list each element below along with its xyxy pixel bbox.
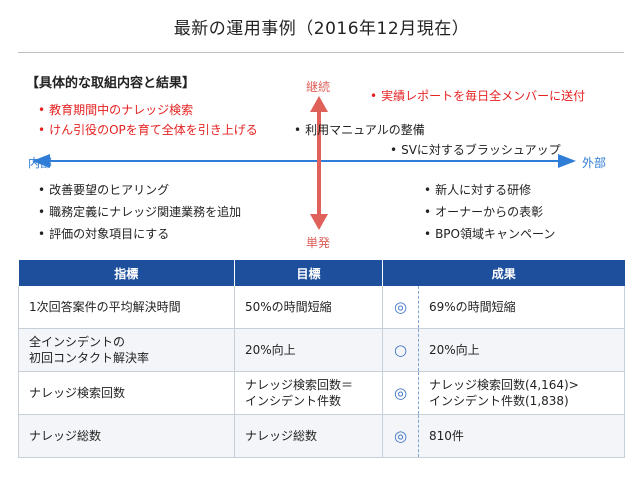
axis-label-right: 外部	[582, 156, 607, 170]
indicator-cell: 全インシデントの初回コンタクト解決率	[18, 328, 235, 372]
header-indicator: 指標	[18, 260, 235, 286]
double-circle-icon: ◎	[393, 426, 408, 445]
indicator-cell: ナレッジ総数	[18, 414, 235, 458]
mark-cell: ○	[382, 328, 419, 372]
mark-cell: ◎	[382, 414, 419, 458]
table-row: 全インシデントの初回コンタクト解決率 20%向上 ○ 20%向上	[18, 328, 626, 372]
list-item: •実績レポートを毎日全メンバーに送付	[370, 89, 586, 103]
right-arrowhead-icon	[558, 154, 576, 168]
list-item: •SVに対するブラッシュアップ	[390, 143, 561, 157]
indicator-cell: 1次回答案件の平均解決時間	[18, 286, 235, 329]
list-item: •オーナーからの表彰	[424, 205, 544, 219]
axis-label-bottom: 単発	[306, 236, 331, 250]
section-heading: 【具体的な取組内容と結果】	[26, 76, 196, 91]
target-cell: 50%の時間短縮	[234, 286, 383, 329]
down-arrowhead-icon	[310, 214, 328, 230]
page-title: 最新の運用事例（2016年12月現在）	[173, 19, 470, 39]
mark-cell: ◎	[382, 286, 419, 329]
list-item: •BPO領域キャンペーン	[424, 227, 556, 241]
list-item: •職務定義にナレッジ関連業務を追加	[38, 205, 242, 219]
result-cell: ナレッジ検索回数(4,164)>インシデント件数(1,838)	[418, 371, 626, 415]
results-table: 指標 目標 成果 1次回答案件の平均解決時間 50%の時間短縮 ◎ 69%の時間…	[18, 260, 626, 458]
indicator-cell: ナレッジ検索回数	[18, 371, 235, 415]
list-item: •新人に対する研修	[424, 183, 532, 197]
quadrant-diagram: 【具体的な取組内容と結果】 継続 単発 内部 外部 •教育期間中のナレッジ検索 …	[18, 58, 624, 250]
double-circle-icon: ◎	[393, 297, 408, 316]
list-item: •教育期間中のナレッジ検索	[38, 103, 194, 117]
double-circle-icon: ◎	[393, 383, 408, 402]
result-cell: 810件	[418, 414, 626, 458]
list-item: •改善要望のヒアリング	[38, 183, 170, 197]
list-item: •利用マニュアルの整備	[294, 123, 425, 137]
left-arrowhead-icon	[32, 154, 50, 168]
list-item: •けん引役のOPを育て全体を引き上げる	[38, 123, 258, 137]
target-cell: 20%向上	[234, 328, 383, 372]
axis-label-top: 継続	[306, 80, 331, 94]
axis-label-left: 内部	[28, 156, 53, 170]
target-cell: ナレッジ総数	[234, 414, 383, 458]
up-arrowhead-icon	[310, 96, 328, 112]
circle-icon: ○	[393, 340, 408, 359]
table-row: ナレッジ検索回数 ナレッジ検索回数＝インシデント件数 ◎ ナレッジ検索回数(4,…	[18, 371, 626, 415]
header-result: 成果	[382, 260, 625, 286]
list-item: •評価の対象項目にする	[38, 227, 170, 241]
result-cell: 20%向上	[418, 328, 626, 372]
title-divider	[18, 52, 624, 53]
mark-cell: ◎	[382, 371, 419, 415]
table-header-row: 指標 目標 成果	[18, 260, 625, 286]
result-cell: 69%の時間短縮	[418, 286, 626, 329]
axes-graphic	[32, 96, 576, 230]
target-cell: ナレッジ検索回数＝インシデント件数	[234, 371, 383, 415]
table-row: 1次回答案件の平均解決時間 50%の時間短縮 ◎ 69%の時間短縮	[18, 286, 626, 329]
header-target: 目標	[234, 260, 383, 286]
table-row: ナレッジ総数 ナレッジ総数 ◎ 810件	[18, 414, 626, 458]
